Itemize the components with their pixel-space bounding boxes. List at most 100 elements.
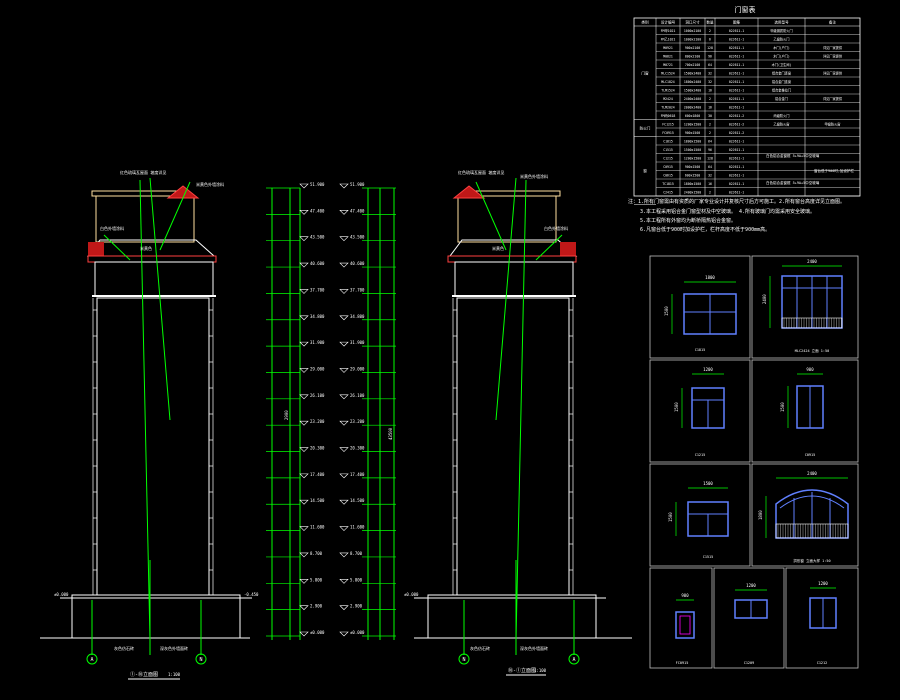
level-symbol: [299, 473, 309, 479]
level-symbol: [339, 447, 349, 452]
level-value: 43.500: [310, 235, 325, 240]
schedule-cell: C2415: [663, 190, 673, 194]
schedule-cell: 02J611-1: [729, 156, 744, 160]
schedule-cell: 16: [708, 182, 712, 186]
tower-shaft: [96, 297, 210, 596]
level-value: 34.800: [350, 314, 365, 319]
panel-frame-5: [649, 463, 751, 567]
schedule-cell: 1800x1500: [684, 182, 701, 186]
dim-label-w: 2400: [807, 259, 817, 264]
callout-base1-left: 灰色仿石砖: [114, 645, 134, 651]
schedule-cell: 详见厂家提供: [823, 45, 843, 50]
dim-label-w: 1200: [703, 367, 713, 372]
roof-top-cap: [91, 190, 184, 197]
level-value: 2.900: [310, 604, 323, 609]
detail-window-d2: 2400 2400 MLC2424 立面 1:50: [762, 259, 843, 353]
schedule-cell: 2: [709, 190, 711, 194]
total-height-label: 43500: [388, 427, 393, 440]
schedule-cell: 02J611-1: [729, 29, 744, 33]
schedule-title: 门窗表: [735, 5, 756, 14]
window-note-side: 窗台低于900时,加设护栏: [814, 168, 854, 173]
schedule-cell: 64: [708, 139, 712, 143]
level-symbol: [299, 289, 309, 294]
level-value: 14.500: [350, 498, 365, 503]
schedule-cell: 甲级钢质防火门: [770, 28, 792, 33]
schedule-cell: 1200x1500: [684, 122, 701, 126]
level-symbol: [339, 210, 349, 215]
schedule-cell: 96: [708, 148, 712, 152]
level-value: 37.700: [350, 287, 365, 292]
level-value: 51.900: [310, 182, 325, 187]
detail-window-d6: 2400 1800 拱形窗 立面大样 1:50: [758, 471, 849, 563]
detail-window-d3: 1200 1500 C1215: [674, 367, 725, 457]
panel-frame-8: [713, 567, 785, 669]
detail-window-d8: 1200 C1209: [734, 583, 768, 665]
arch-frame: [775, 489, 849, 539]
level-value: 29.000: [310, 366, 325, 371]
level-value: 34.800: [310, 314, 325, 319]
window-note-1: 白色铝合金窗框 5+9A+5中空玻璃: [766, 153, 820, 158]
dim-label-w: 900: [681, 593, 689, 598]
level-symbol: [339, 341, 349, 347]
schedule-cell: 1000x2100: [684, 37, 701, 41]
dim-label-h: 1500: [664, 306, 669, 316]
schedule-cell: 600x1500: [685, 173, 700, 177]
level-symbol: [299, 552, 309, 558]
level-symbol: [339, 420, 349, 426]
leader-4: [103, 234, 131, 261]
right-elevation: 红色琉璃瓦屋面 坡度详见 米黄色外墙涂料 白色外墙涂料 米黄色 灰色仿石砖 深灰…: [404, 169, 632, 676]
leader-4: [535, 234, 563, 261]
schedule-cell: 02J611-1: [729, 190, 744, 194]
schedule-cell: 700x2100: [685, 63, 700, 67]
level-value: 26.100: [350, 393, 365, 398]
callout-mid-right: 米黄色: [492, 245, 504, 251]
ground-level-left: ±0.000: [54, 592, 69, 597]
level-symbol: [339, 552, 349, 558]
cornice: [87, 255, 217, 263]
balustrade: [775, 523, 849, 539]
schedule-header-cell: 洞口尺寸: [685, 20, 700, 25]
callout-wall-left: 米黄色外墙涂料: [196, 181, 224, 187]
schedule-header-cell: 类别: [641, 20, 649, 25]
schedule-cell: C1515: [663, 148, 673, 152]
schedule-cell: 02J611-1: [729, 71, 744, 75]
detail-window-d7: 900 FC0915: [675, 593, 695, 665]
schedule-header-cell: 数量: [706, 20, 714, 25]
left-elevation-scale: 1:100: [168, 672, 181, 677]
schedule-cell: M0921: [663, 46, 673, 50]
detail-label: C1209: [744, 661, 755, 665]
window-sash: [679, 615, 691, 635]
level-symbol: [339, 605, 349, 611]
level-symbol: [299, 341, 309, 347]
right-side-ribs: [452, 298, 574, 595]
callout-roof-left: 红色琉璃瓦屋面 坡度详见: [120, 169, 166, 175]
schedule-cell: 64: [708, 165, 712, 169]
schedule-cell: 900x1500: [685, 165, 700, 169]
detail-window-d9: 1200 C1212: [809, 581, 837, 665]
schedule-cell: 02J611-2: [729, 122, 744, 126]
level-symbol: [339, 499, 349, 505]
level-symbol: [299, 262, 309, 268]
level-symbol: [299, 420, 309, 426]
dim-label-h: 1500: [674, 402, 679, 412]
schedule-cell: C0615: [663, 173, 673, 177]
detail-label: 拱形窗 立面大样 1:50: [793, 558, 830, 563]
schedule-cell: M2424: [663, 97, 673, 101]
dim-label-w: 2400: [807, 471, 817, 476]
schedule-cell: 128: [707, 156, 713, 160]
detail-label: C1215: [695, 453, 706, 457]
schedule-cell: 02J611-1: [729, 182, 744, 186]
level-value: 31.900: [310, 340, 325, 345]
detail-window-d5: 1500 1500 C1515: [668, 481, 729, 559]
level-value: 47.400: [350, 208, 365, 213]
level-value: 2.900: [350, 604, 363, 609]
level-value: 5.800: [350, 577, 363, 582]
schedule-cell: 64: [708, 63, 712, 67]
level-value: 40.600: [350, 261, 365, 266]
schedule-cell: C0915: [663, 165, 673, 169]
schedule-cell: 02J611-2: [729, 114, 744, 118]
schedule-cell: FC0915: [662, 131, 674, 135]
balustrade: [781, 317, 843, 329]
schedule-cell: 详见厂家提供: [823, 70, 843, 75]
